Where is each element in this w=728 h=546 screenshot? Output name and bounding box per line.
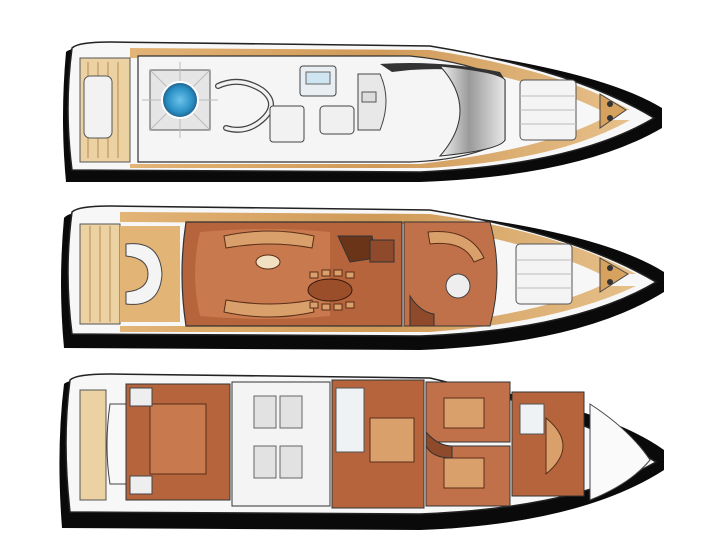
dining-chairs — [309, 269, 355, 311]
sun-deck-teak-starboard — [130, 120, 630, 168]
sun-deck-teak-port — [130, 48, 630, 110]
lower-deck-view — [59, 373, 664, 530]
master-bath — [335, 387, 365, 453]
forward-lounge-sofa — [427, 231, 485, 263]
main-deck-galley-counter — [369, 239, 395, 263]
jacuzzi — [142, 62, 218, 138]
sun-deck-hardtop — [380, 63, 505, 80]
sun-deck-helm-seat — [319, 105, 355, 135]
aft-deck-sofa — [125, 243, 163, 305]
sun-deck-side-lounger — [269, 105, 305, 143]
forward-lounge-table — [445, 273, 471, 299]
salon-coffee-table — [255, 254, 281, 270]
lower-spiral-stair — [425, 430, 453, 459]
salon-sofa-port — [223, 230, 315, 249]
dining-table — [307, 278, 353, 302]
engines — [253, 395, 303, 479]
lower-aft-platform — [79, 389, 107, 501]
main-anchor-windlass — [599, 257, 629, 293]
salon-sofa-starboard — [223, 299, 315, 318]
forepeak — [589, 403, 651, 501]
salon-floor-inner — [195, 229, 330, 319]
anchor-windlass — [599, 93, 627, 129]
master-bed — [369, 417, 415, 463]
forward-spiral-stair — [409, 294, 435, 327]
sun-deck-view — [63, 41, 662, 182]
main-deck-teak-starboard — [120, 286, 636, 332]
sun-deck-windscreen — [438, 65, 506, 157]
main-deck-view — [61, 205, 664, 350]
main-deck-teak-port — [120, 212, 636, 274]
sun-deck-aft-lounge — [83, 75, 113, 139]
